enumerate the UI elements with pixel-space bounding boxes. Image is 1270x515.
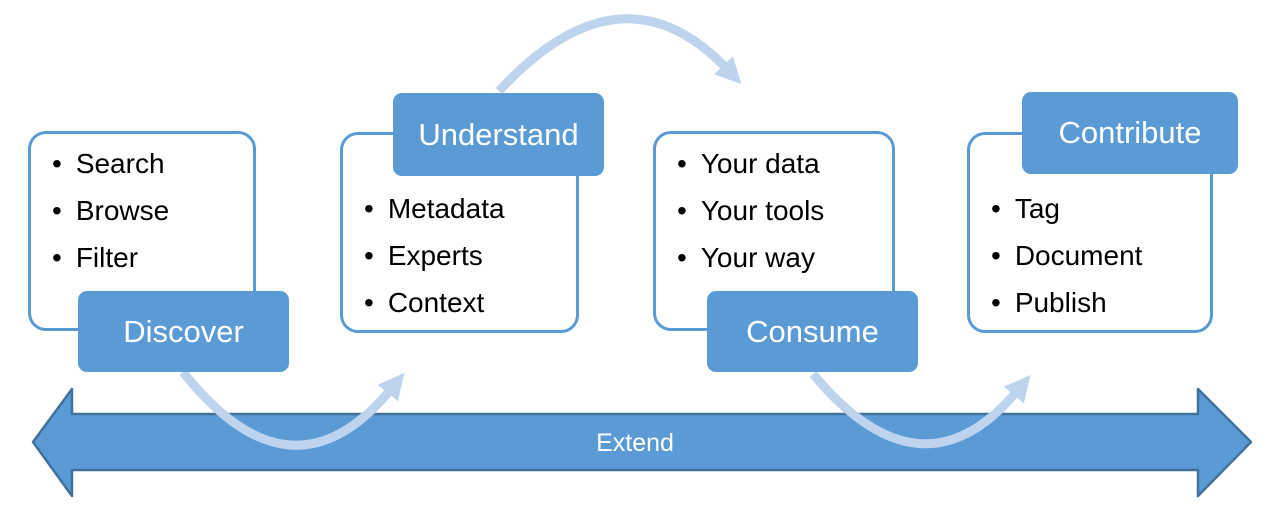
list-item: Filter xyxy=(52,234,253,281)
list-item: Search xyxy=(52,140,253,187)
understand-label: Understand xyxy=(393,93,604,176)
consume-card: Your data Your tools Your way xyxy=(653,131,895,331)
list-item: Metadata xyxy=(364,185,576,232)
discover-item-list: Search Browse Filter xyxy=(31,134,253,281)
list-item: Experts xyxy=(364,232,576,279)
extend-arrow-label: Extend xyxy=(596,429,674,457)
extend-arrow-shape xyxy=(31,387,1253,498)
list-item: Tag xyxy=(991,185,1210,232)
discover-label: Discover xyxy=(78,291,289,372)
contribute-label: Contribute xyxy=(1022,92,1238,174)
list-item: Your data xyxy=(677,140,892,187)
consume-label: Consume xyxy=(707,291,918,372)
list-item: Context xyxy=(364,279,576,326)
list-item: Your way xyxy=(677,234,892,281)
list-item: Your tools xyxy=(677,187,892,234)
list-item: Publish xyxy=(991,279,1210,326)
list-item: Browse xyxy=(52,187,253,234)
understand-item-list: Metadata Experts Context xyxy=(343,135,576,326)
list-item: Document xyxy=(991,232,1210,279)
consume-item-list: Your data Your tools Your way xyxy=(656,134,892,281)
flow-arc-understand-to-consume-icon xyxy=(495,14,742,95)
flow-arc-discover-to-understand-icon xyxy=(179,369,405,450)
contribute-item-list: Tag Document Publish xyxy=(970,135,1210,326)
flow-arc-consume-to-contribute-icon xyxy=(809,371,1031,449)
